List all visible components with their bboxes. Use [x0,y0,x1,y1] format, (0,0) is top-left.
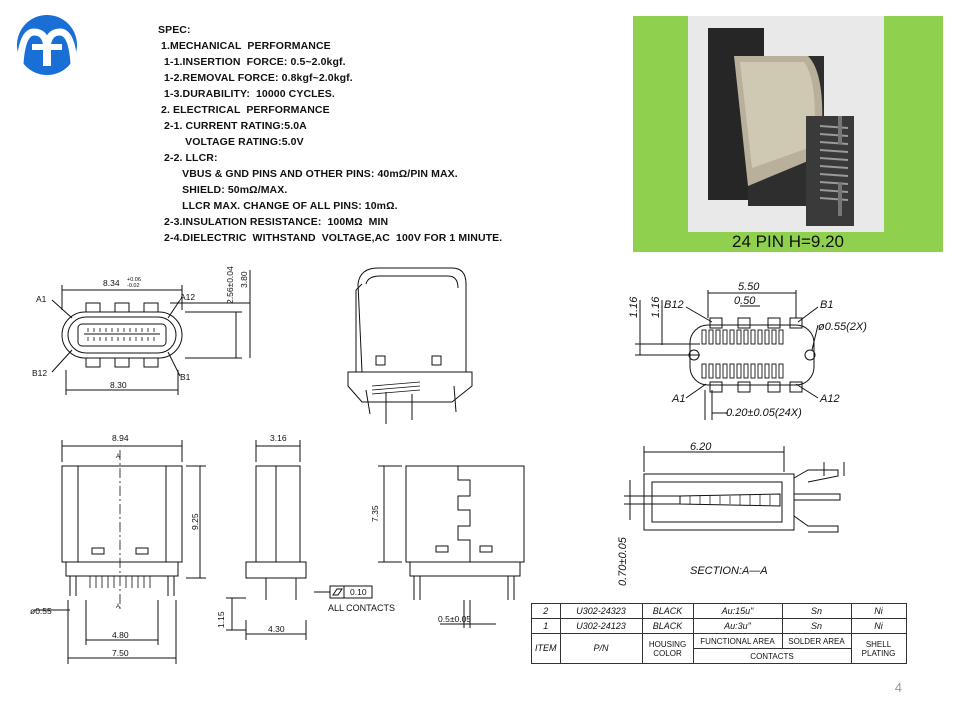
dim-back-05: 0.5±0.05 [438,614,471,624]
dim-front-height-b: 3.80 [239,271,249,288]
dim-back-735: 7.35 [370,505,380,522]
spec-line: LLCR MAX. CHANGE OF ALL PINS: 10mΩ. [158,200,398,212]
dim-footprint-550: 5.50 [738,281,760,293]
back-view [378,465,525,628]
end-view [226,440,373,640]
section-mark-bottom: A [116,604,120,610]
dim-end-316: 3.16 [270,433,287,443]
dim-footprint-pitch: 0.20±0.05(24X) [726,407,802,419]
photo-caption: 24 PIN H=9.20 [732,232,844,251]
bom-header-solder: SOLDER AREA [781,633,852,649]
spec-line: 2-2. LLCR: [158,152,218,164]
dim-side-pin: ø0.55 [30,606,52,616]
spec-line: 2-4.DIELECTRIC WITHSTAND VOLTAGE,AC 100V… [158,232,503,244]
label-b1: B1 [180,372,191,382]
table-row: 2 U302-24323 BLACK Au:15u" Sn Ni [531,603,907,619]
bom-item: 2 [531,603,561,619]
table-row: 1 U302-24123 BLACK Au:3u" Sn Ni [531,618,907,634]
spec-line: SHIELD: 50mΩ/MAX. [158,184,288,196]
flatness-value: 0.10 [350,587,367,597]
fp-label-a12: A12 [819,393,840,405]
footprint-view [635,290,819,420]
bom-header-contacts: CONTACTS [692,648,852,664]
bom-header-item: ITEM [531,633,561,664]
bom-color: BLACK [641,603,694,619]
bom-plating: Ni [850,618,907,634]
dim-end-430: 4.30 [268,624,285,634]
spec-line: 1-3.DURABILITY: 10000 CYCLES. [158,88,335,100]
section-mark-top: A [116,454,120,460]
bom-header-shell-2: PLATING [861,648,896,658]
section-label: SECTION:A—A [690,565,768,577]
bom-header-housing-1: HOUSING [648,639,687,649]
fp-label-b12: B12 [664,299,684,311]
table-header-row: CONTACTS [532,648,907,664]
bom-item: 1 [531,618,561,634]
dim-front-tol-plus: +0.06 [127,277,141,283]
section-view [624,446,845,533]
bom-solder: Sn [781,603,852,619]
dim-section-620: 6.20 [690,441,712,453]
page-number: 4 [894,680,902,695]
spec-line: 1-1.INSERTION FORCE: 0.5~2.0kgf. [158,56,346,68]
isometric-view [347,267,473,424]
bom-pn: U302-24123 [559,618,643,634]
product-photo [688,16,884,232]
bom-functional: Au:15u" [692,603,783,619]
spec-line: 2. ELECTRICAL PERFORMANCE [158,104,330,116]
dim-front-width-bottom: 8.30 [110,380,127,390]
spec-line: 1.MECHANICAL PERFORMANCE [158,40,331,52]
bom-plating: Ni [850,603,907,619]
dim-side-480: 4.80 [112,630,129,640]
bom-header-pn: P/N [559,633,643,664]
spec-line: 1-2.REMOVAL FORCE: 0.8kgf~2.0kgf. [158,72,353,84]
spec-line: 2-1. CURRENT RATING:5.0A [158,120,307,132]
fp-label-a1: A1 [671,393,685,405]
bom-pn: U302-24323 [559,603,643,619]
bom-color: BLACK [641,618,694,634]
dim-side-894: 8.94 [112,433,129,443]
dim-front-width: 8.34 [103,278,120,288]
front-view [51,270,251,395]
dim-footprint-116a: 1.16 [628,296,640,318]
bom-header-housing-2: COLOR [653,648,682,658]
bom-solder: Sn [781,618,852,634]
spec-line: VOLTAGE RATING:5.0V [158,136,304,148]
dim-front-height-a: 2.56±0.04 [225,266,235,304]
company-logo-icon [16,15,78,75]
label-a1: A1 [36,294,47,304]
dim-footprint-116b: 1.16 [650,296,662,318]
fp-label-b1: B1 [820,299,833,311]
dim-side-750: 7.50 [112,648,129,658]
bom-header-functional: FUNCTIONAL AREA [692,633,783,649]
label-b12: B12 [32,368,47,378]
spec-line: VBUS & GND PINS AND OTHER PINS: 40mΩ/PIN… [158,168,458,180]
spec-line: 2-3.INSULATION RESISTANCE: 100MΩ MIN [158,216,389,228]
spec-line: SPEC: [158,24,191,36]
dim-section-070: 0.70±0.05 [617,536,629,586]
dim-side-925: 9.25 [190,513,200,530]
label-a12: A12 [180,292,195,302]
dim-footprint-hole: ø0.55(2X) [818,321,867,333]
bom-header-shell-1: SHELL [865,639,892,649]
all-contacts-label: ALL CONTACTS [328,603,395,613]
spec-block: SPEC: 1.MECHANICAL PERFORMANCE 1-1.INSER… [158,22,502,246]
bom-table: 2 U302-24323 BLACK Au:15u" Sn Ni 1 U302-… [531,603,907,664]
dim-end-115: 1.15 [216,611,226,628]
dim-footprint-050: 0.50 [734,295,756,307]
dim-front-tol-minus: -0.02 [127,283,140,289]
bom-functional: Au:3u" [692,618,783,634]
side-view [34,440,206,664]
